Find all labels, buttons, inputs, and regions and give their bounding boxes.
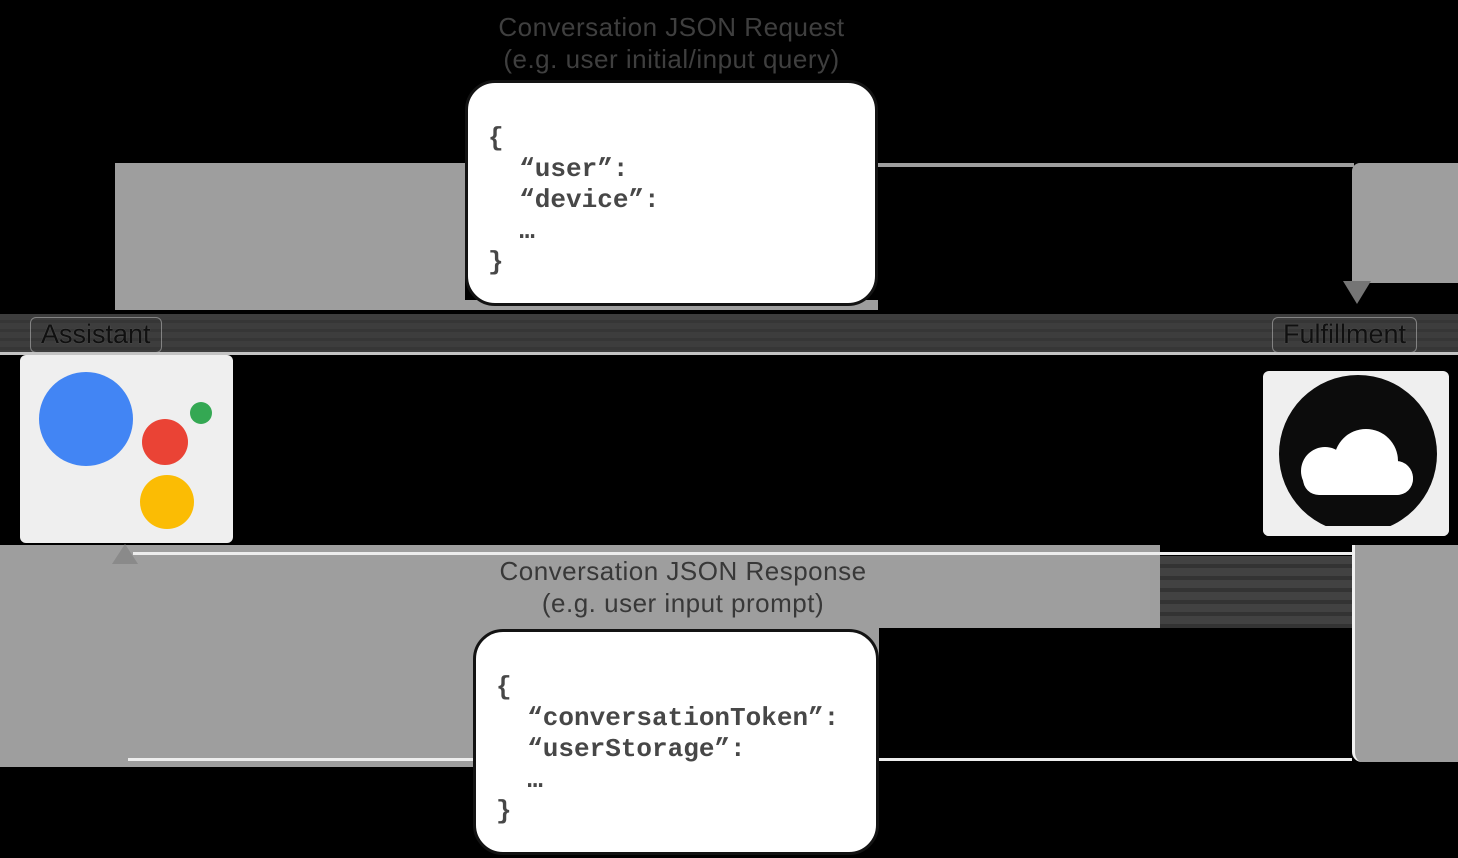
fulfillment-label: Fulfillment bbox=[1272, 317, 1418, 353]
response-json-code: { “conversationToken”: “userStorage”: …} bbox=[496, 672, 866, 827]
request-arrow-drop bbox=[1352, 163, 1458, 283]
arrow-up-icon bbox=[112, 544, 138, 564]
response-arrow-drop bbox=[1352, 545, 1458, 762]
separator-line bbox=[0, 352, 1458, 355]
assistant-red-dot bbox=[142, 419, 188, 465]
json-line: “user”: bbox=[488, 154, 629, 184]
response-arrow-line-top bbox=[133, 552, 1352, 555]
json-line: { bbox=[488, 123, 504, 153]
json-line: } bbox=[496, 796, 512, 826]
assistant-green-dot bbox=[190, 402, 212, 424]
json-line: “userStorage”: bbox=[496, 734, 746, 764]
response-json-box: { “conversationToken”: “userStorage”: …} bbox=[473, 629, 879, 855]
cloud-icon bbox=[1263, 375, 1449, 536]
json-line: … bbox=[488, 216, 535, 246]
assistant-yellow-dot bbox=[140, 475, 194, 529]
json-line: } bbox=[488, 247, 504, 277]
json-line: … bbox=[496, 765, 543, 795]
separator-band bbox=[0, 314, 1458, 352]
json-line: “conversationToken”: bbox=[496, 703, 840, 733]
response-title: Conversation JSON Response bbox=[499, 556, 867, 586]
request-arrow-tail bbox=[115, 167, 465, 310]
assistant-label: Assistant bbox=[30, 317, 162, 353]
assistant-blue-dot bbox=[39, 372, 133, 466]
response-subtitle: (e.g. user input prompt) bbox=[541, 588, 825, 618]
response-arrow-shadow bbox=[1160, 556, 1352, 628]
request-json-box: { “user”: “device”: …} bbox=[465, 80, 878, 306]
json-line: { bbox=[496, 672, 512, 702]
fulfillment-panel bbox=[1263, 371, 1449, 536]
json-line: “device”: bbox=[488, 185, 660, 215]
arrow-down-icon bbox=[1343, 281, 1371, 304]
response-arrow-field-right bbox=[879, 545, 1160, 628]
assistant-panel bbox=[20, 355, 233, 543]
response-arrow-field-left bbox=[0, 545, 473, 767]
request-json-code: { “user”: “device”: …} bbox=[488, 123, 865, 278]
request-subtitle: (e.g. user initial/input query) bbox=[503, 44, 840, 74]
request-title: Conversation JSON Request bbox=[498, 12, 845, 42]
